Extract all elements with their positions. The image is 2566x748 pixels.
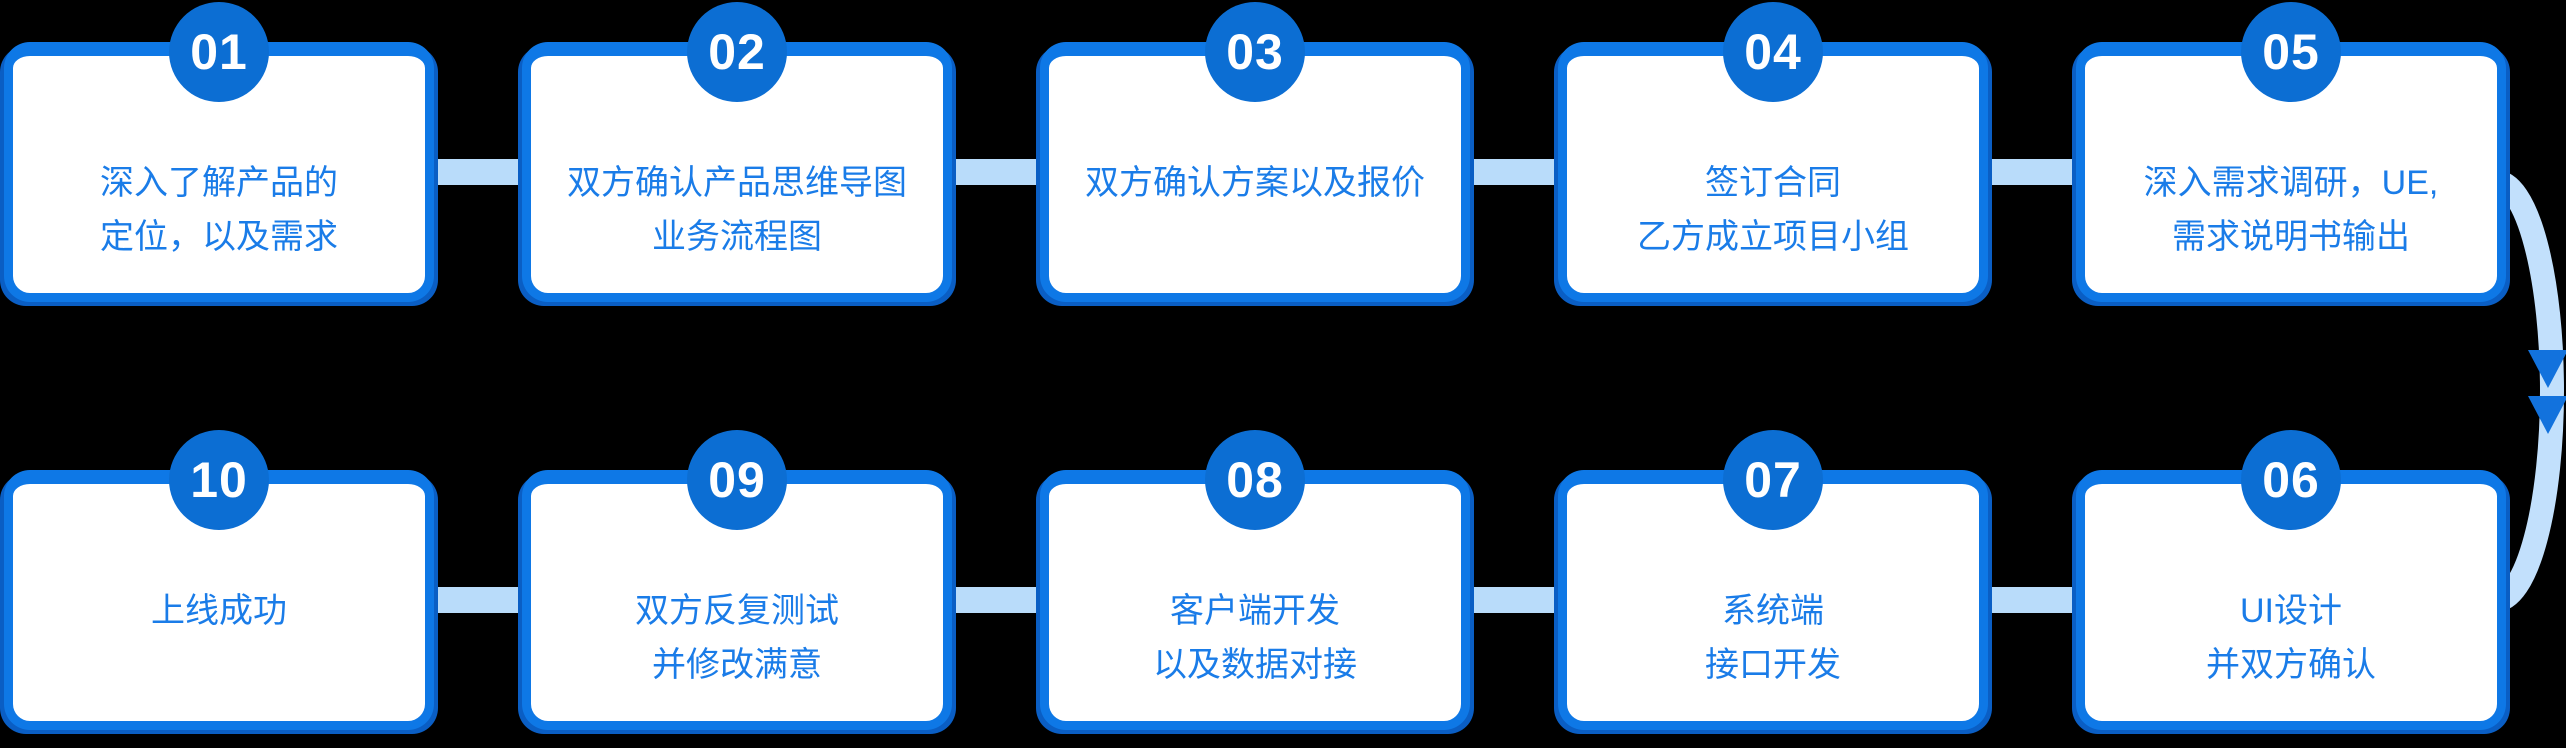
flow-connector <box>1470 159 1558 185</box>
flow-connector <box>952 159 1040 185</box>
step-badge: 03 <box>1205 2 1305 102</box>
step-number: 02 <box>708 24 766 80</box>
step-badge: 09 <box>687 430 787 530</box>
flow-connector <box>434 587 522 613</box>
step-badge: 07 <box>1723 430 1823 530</box>
step-badge: 02 <box>687 2 787 102</box>
step-card-04: 04 签订合同 乙方成立项目小组 <box>1558 2 1988 302</box>
flow-connector <box>1470 587 1558 613</box>
arrow-down-icon <box>2528 396 2566 434</box>
step-description: 上线成功 <box>13 584 425 638</box>
step-number: 04 <box>1744 24 1802 80</box>
step-description: UI设计 并双方确认 <box>2085 584 2497 692</box>
step-card-03: 03 双方确认方案以及报价 <box>1040 2 1470 302</box>
step-badge: 04 <box>1723 2 1823 102</box>
step-card-02: 02 双方确认产品思维导图 业务流程图 <box>522 2 952 302</box>
step-card-01: 01 深入了解产品的 定位，以及需求 <box>4 2 434 302</box>
step-badge: 06 <box>2241 430 2341 530</box>
flow-connector <box>434 159 522 185</box>
step-line1: UI设计 <box>2240 592 2342 630</box>
arrow-down-icon <box>2528 350 2566 388</box>
step-line2: 定位，以及需求 <box>100 218 338 256</box>
step-line1: 签订合同 <box>1705 164 1841 202</box>
step-card-07: 07 系统端 接口开发 <box>1558 430 1988 730</box>
flow-connector <box>1988 159 2076 185</box>
step-number: 07 <box>1744 452 1802 508</box>
step-description: 深入需求调研，UE, 需求说明书输出 <box>2085 156 2497 264</box>
step-card-08: 08 客户端开发 以及数据对接 <box>1040 430 1470 730</box>
step-line1: 深入了解产品的 <box>100 164 338 202</box>
step-badge: 08 <box>1205 430 1305 530</box>
step-card-06: 06 UI设计 并双方确认 <box>2076 430 2506 730</box>
step-badge: 01 <box>169 2 269 102</box>
step-description: 系统端 接口开发 <box>1567 584 1979 692</box>
step-description: 深入了解产品的 定位，以及需求 <box>13 156 425 264</box>
step-card-10: 10 上线成功 <box>4 430 434 730</box>
step-number: 05 <box>2262 24 2320 80</box>
step-line1: 双方确认方案以及报价 <box>1085 164 1425 202</box>
step-description: 客户端开发 以及数据对接 <box>1049 584 1461 692</box>
step-line1: 深入需求调研，UE, <box>2143 164 2439 202</box>
step-number: 08 <box>1226 452 1284 508</box>
step-number: 03 <box>1226 24 1284 80</box>
step-description: 签订合同 乙方成立项目小组 <box>1567 156 1979 264</box>
step-line1: 上线成功 <box>151 592 287 630</box>
step-card-09: 09 双方反复测试 并修改满意 <box>522 430 952 730</box>
step-line1: 双方确认产品思维导图 <box>567 164 907 202</box>
step-badge: 10 <box>169 430 269 530</box>
step-line2: 业务流程图 <box>652 218 822 256</box>
flow-connector <box>1988 587 2076 613</box>
step-number: 06 <box>2262 452 2320 508</box>
step-line1: 系统端 <box>1722 592 1824 630</box>
step-number: 10 <box>190 452 248 508</box>
step-number: 01 <box>190 24 248 80</box>
step-description: 双方反复测试 并修改满意 <box>531 584 943 692</box>
step-description: 双方确认方案以及报价 <box>1049 156 1461 210</box>
flow-row-bottom: 10 上线成功 09 双方反复测试 并修改满意 08 客户端开发 <box>4 430 2506 730</box>
flow-connector <box>952 587 1040 613</box>
step-line2: 并双方确认 <box>2206 646 2376 684</box>
flow-row-top: 01 深入了解产品的 定位，以及需求 02 双方确认产品思维导图 业务流程图 0… <box>4 2 2506 302</box>
return-arrow-curve <box>2494 170 2564 612</box>
step-line2: 以及数据对接 <box>1153 646 1357 684</box>
step-line2: 乙方成立项目小组 <box>1637 218 1909 256</box>
step-line2: 需求说明书输出 <box>2172 218 2410 256</box>
step-badge: 05 <box>2241 2 2341 102</box>
step-number: 09 <box>708 452 766 508</box>
step-card-05: 05 深入需求调研，UE, 需求说明书输出 <box>2076 2 2506 302</box>
step-description: 双方确认产品思维导图 业务流程图 <box>531 156 943 264</box>
step-line1: 客户端开发 <box>1170 592 1340 630</box>
step-line2: 接口开发 <box>1705 646 1841 684</box>
step-line2: 并修改满意 <box>652 646 822 684</box>
step-line1: 双方反复测试 <box>635 592 839 630</box>
